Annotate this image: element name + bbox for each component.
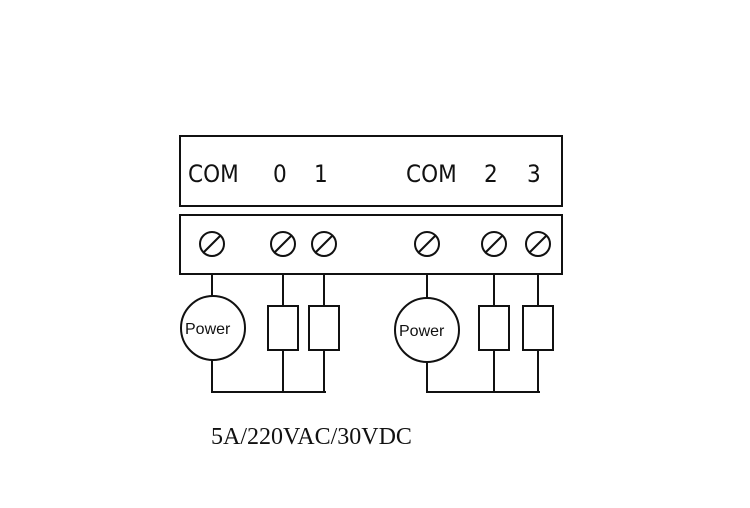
load-2-icon <box>478 305 510 351</box>
terminal-block <box>179 214 563 275</box>
screw-terminal-2-icon <box>481 231 507 257</box>
terminal-label-1: 1 <box>314 160 328 188</box>
terminal-label-strip <box>179 135 563 207</box>
output-group-1-wiring <box>180 274 340 393</box>
load-0-icon <box>267 305 299 351</box>
terminal-label-0: 0 <box>273 160 287 188</box>
terminal-label-com-2: COM <box>406 160 457 188</box>
screw-terminal-com-1-icon <box>199 231 225 257</box>
terminal-label-3: 3 <box>527 160 541 188</box>
screw-terminal-1-icon <box>311 231 337 257</box>
power-label-1: Power <box>185 321 231 338</box>
terminal-label-com-1: COM <box>188 160 239 188</box>
screw-terminal-3-icon <box>525 231 551 257</box>
load-1-icon <box>308 305 340 351</box>
output-group-2-wiring <box>394 274 554 393</box>
contact-rating-text: 5A/220VAC/30VDC <box>211 424 412 450</box>
power-label-2: Power <box>399 323 445 340</box>
terminal-label-2: 2 <box>484 160 498 188</box>
screw-terminal-0-icon <box>270 231 296 257</box>
load-3-icon <box>522 305 554 351</box>
screw-terminal-com-2-icon <box>414 231 440 257</box>
